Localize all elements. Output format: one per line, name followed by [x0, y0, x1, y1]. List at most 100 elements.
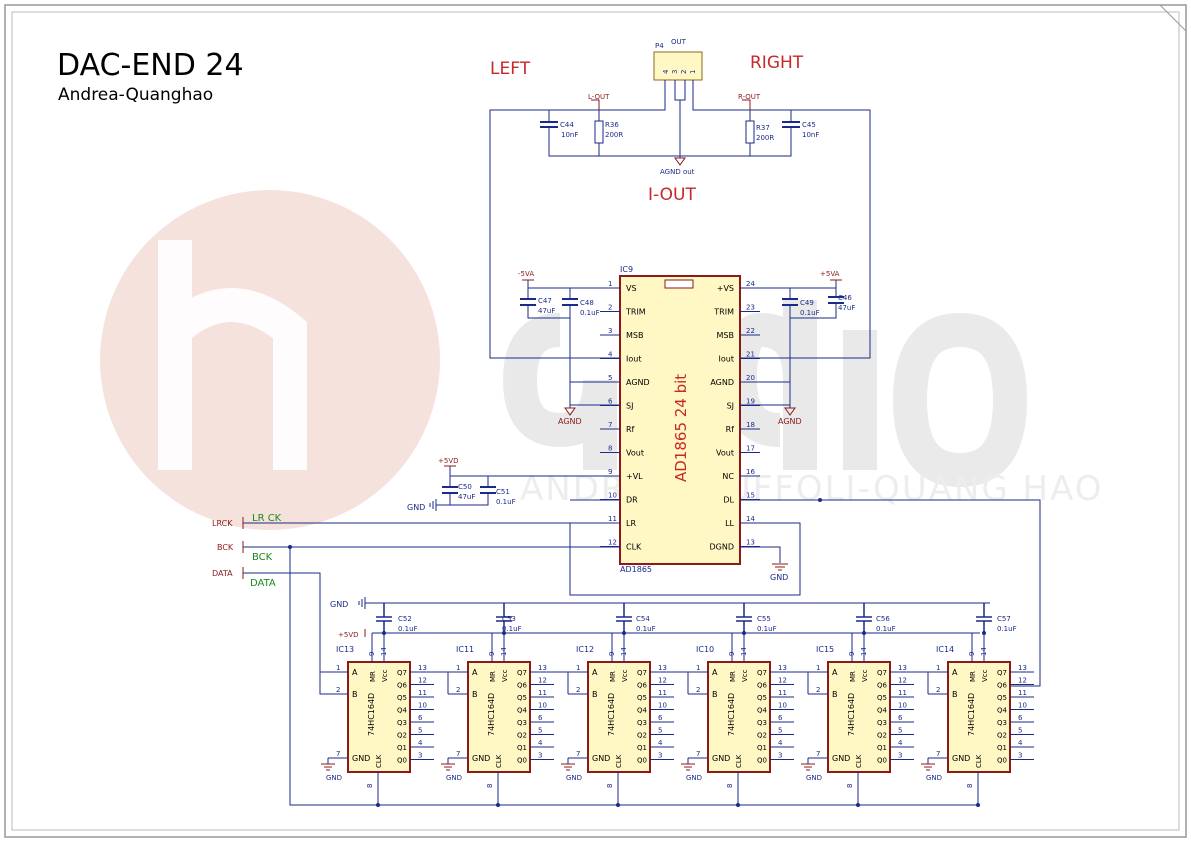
c51-val: 0.1uF — [496, 498, 516, 506]
sr-pin-name: Q2 — [637, 732, 647, 740]
sr-pin-name: Q3 — [637, 719, 647, 727]
net-agnd-left: AGND — [558, 417, 582, 426]
sr-cascade-wire — [434, 671, 449, 694]
sr-pin-num: 5 — [658, 727, 662, 735]
sr-pin-name: Q6 — [517, 682, 528, 690]
digital-wires — [243, 499, 1041, 806]
sr-pin-name: Vcc — [381, 669, 389, 682]
c46-val: 47uF — [838, 304, 855, 312]
sr-gnd-label: GND — [806, 774, 822, 782]
sr-pin-name: Q5 — [997, 694, 1007, 702]
sr-pin-name: CLK — [855, 754, 863, 768]
net-pos5vd-sr: +5VD — [338, 631, 359, 639]
sr-gnd-label: GND — [446, 774, 462, 782]
sr-pin-name: A — [952, 668, 958, 677]
sr-pin-name: A — [352, 668, 358, 677]
sr-pin-name: A — [472, 668, 478, 677]
dac-pin-num: 7 — [608, 421, 612, 429]
sr-pin-name: Q3 — [517, 719, 527, 727]
sr-pin-num: 4 — [418, 739, 423, 747]
dac-pin-name: AGND — [626, 378, 650, 387]
sr-pin-num: 1 — [576, 664, 580, 672]
dac-pin-name: +VL — [626, 472, 643, 481]
sr-pin-name: A — [832, 668, 838, 677]
c47-ref: C47 — [538, 297, 552, 305]
dac-pin-name: Iout — [719, 355, 734, 364]
dac-pin-num: 11 — [608, 515, 617, 523]
sr-pin-num: 14 — [740, 647, 748, 656]
sr-pin-name: Vcc — [981, 669, 989, 682]
sr-pin-num: 11 — [1018, 689, 1027, 697]
sr-pin-num: 2 — [816, 686, 820, 694]
sr-ref: IC13 — [336, 645, 354, 654]
sr-pin-name: Q2 — [397, 732, 407, 740]
sr-pin-name: Q7 — [397, 669, 407, 677]
gnd-icon — [921, 763, 935, 771]
dac-pin-name: DGND — [709, 543, 734, 552]
sr-pin-name: MR — [729, 671, 737, 682]
sr-pin-name: Vcc — [861, 669, 869, 682]
gnd-icon — [321, 763, 335, 771]
sr-clk-junction — [976, 803, 980, 807]
sr-ref: IC14 — [936, 645, 954, 654]
dac-pin-name: MSB — [717, 331, 734, 340]
dac-pin-name: NC — [722, 472, 734, 481]
sr-gnd-label: GND — [926, 774, 942, 782]
sr-gnd-label: GND — [566, 774, 582, 782]
r36-val: 200R — [605, 131, 623, 139]
sr-pin-num: 2 — [336, 686, 340, 694]
sr-decoupling-cap — [976, 603, 992, 633]
connector-pin-2: 2 — [680, 70, 688, 74]
gnd-icon — [441, 763, 455, 771]
c44-ref: C44 — [560, 121, 574, 129]
junction-bck — [288, 545, 292, 549]
dac-pin-num: 14 — [746, 515, 755, 523]
sr-pin-num: 5 — [778, 727, 782, 735]
sr-pin-num: 13 — [538, 664, 547, 672]
net-bck-green: BCK — [252, 552, 273, 563]
sr-pin-num: 12 — [1018, 677, 1027, 685]
sr-pin-name: CLK — [615, 754, 623, 768]
dac-pin-num: 16 — [746, 468, 755, 476]
sr-pin-name: CLK — [495, 754, 503, 768]
sr-pin-num: 2 — [456, 686, 460, 694]
connector-body — [653, 51, 703, 81]
dac-pin-num: 15 — [746, 492, 755, 500]
sr-pin-name: Q0 — [997, 757, 1007, 765]
c53-val: 0.1uF — [502, 625, 522, 633]
watermark-h-glyph — [158, 240, 307, 470]
sr-pin-name: Q0 — [397, 757, 407, 765]
frame-corner-tick — [1159, 4, 1187, 32]
dac-pin-num: 13 — [746, 539, 755, 547]
sr-pin-name: Q6 — [877, 682, 888, 690]
sr-body — [947, 661, 1011, 773]
sr-clk-junction — [736, 803, 740, 807]
dac-pin-name: VS — [626, 284, 637, 293]
sr-part: 74HC164D — [607, 693, 616, 736]
dac-ref: IC9 — [620, 265, 633, 274]
sr-pin-name: MR — [609, 671, 617, 682]
sr-pin-name: Q1 — [757, 744, 767, 752]
sr-pin-num: 14 — [380, 647, 388, 656]
gnd-icon — [801, 763, 815, 771]
sr-pin-name: Q3 — [877, 719, 887, 727]
net-bck: BCK — [217, 543, 234, 552]
sr-pin-num: 11 — [898, 689, 907, 697]
sr-gnd-label: GND — [326, 774, 342, 782]
sr-pin-num: 8 — [486, 784, 494, 788]
sr-pin-name: Q5 — [637, 694, 647, 702]
sr-pin-num: 9 — [968, 652, 976, 656]
gnd-symbol-dac — [429, 499, 437, 511]
c53-ref: C53 — [502, 615, 516, 623]
dac-pin-name: MSB — [626, 331, 643, 340]
output-passives — [540, 99, 800, 166]
label-left: LEFT — [490, 59, 531, 79]
sr-pin-num: 2 — [696, 686, 700, 694]
dac-supply-wires — [436, 280, 837, 506]
c56-val: 0.1uF — [876, 625, 896, 633]
dac-pin-name: DR — [626, 496, 638, 505]
c56-ref: C56 — [876, 615, 890, 623]
